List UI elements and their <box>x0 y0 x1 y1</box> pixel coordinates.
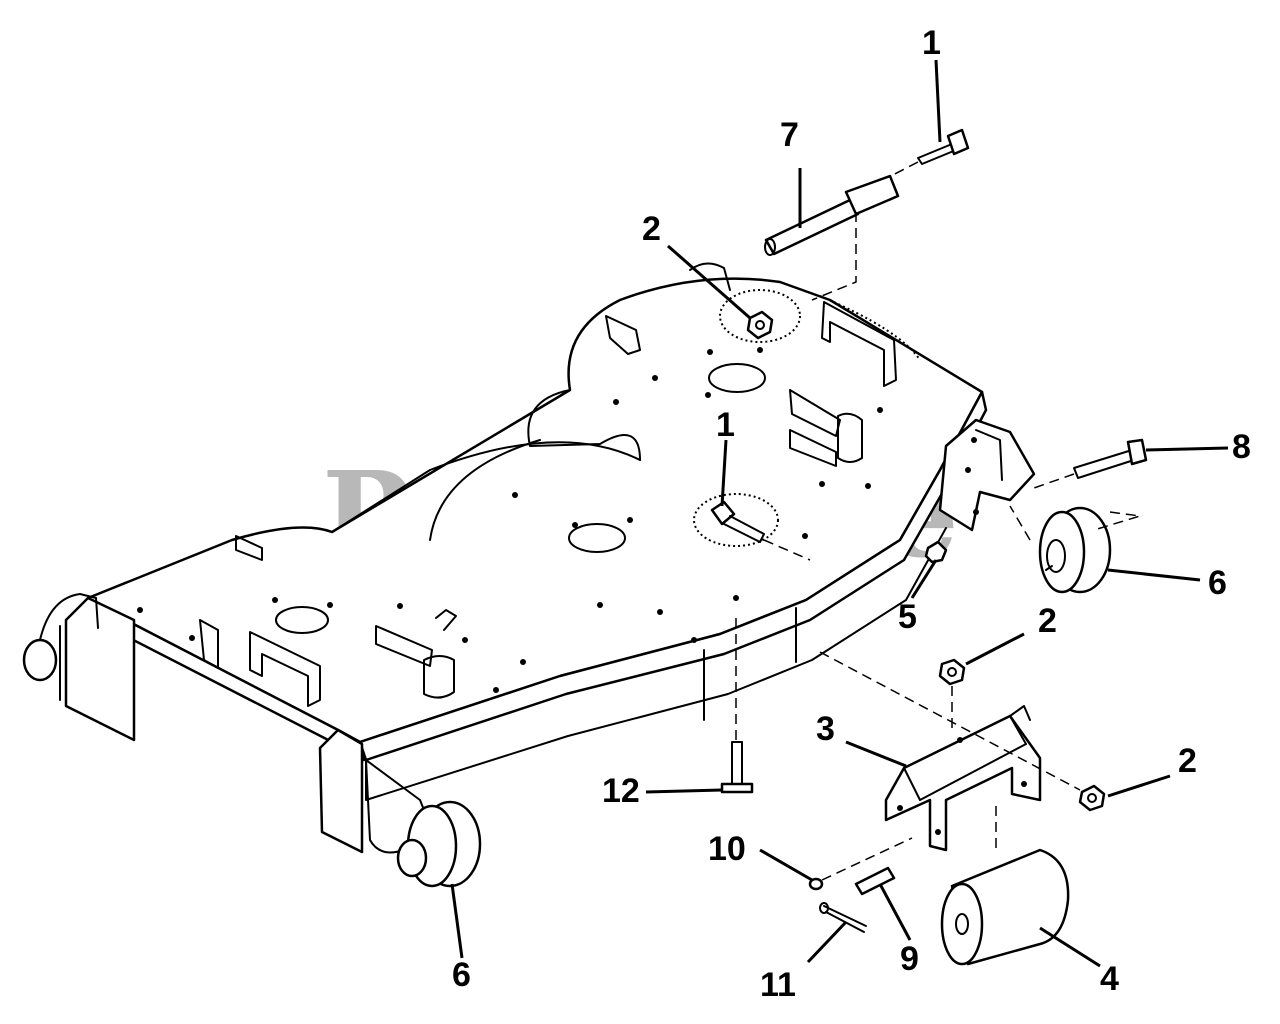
callout-2-right-upper: 2 <box>1038 602 1057 640</box>
wheel-part-6-right <box>1009 505 1141 594</box>
mower-deck <box>22 262 1036 854</box>
nut-part-5 <box>924 540 948 564</box>
callout-3: 3 <box>816 710 835 748</box>
callout-1-mid: 1 <box>716 406 735 444</box>
callout-7: 7 <box>780 116 799 154</box>
bolt-part-8 <box>1033 438 1148 489</box>
wheel-part-6-left <box>396 800 482 888</box>
callout-8: 8 <box>1232 428 1251 466</box>
roller-part-4 <box>940 848 1070 966</box>
pin-part-9 <box>854 866 896 896</box>
nut-part-2-top <box>746 310 774 340</box>
callout-5: 5 <box>898 598 917 636</box>
callout-6-left: 6 <box>452 956 471 994</box>
nut-part-2-right-lower <box>1078 784 1106 812</box>
bolt-part-1-mid <box>710 500 811 561</box>
bracket-part-3 <box>819 651 1081 852</box>
washer-part-10 <box>808 837 913 891</box>
callout-2-top: 2 <box>642 210 661 248</box>
callout-10: 10 <box>708 830 746 868</box>
cotter-part-11 <box>819 902 867 933</box>
callout-6-right: 6 <box>1208 564 1227 602</box>
nut-part-2-right-upper <box>938 658 966 730</box>
callout-1-top: 1 <box>922 24 941 62</box>
pin-part-7 <box>764 174 900 301</box>
bolt-part-12 <box>720 618 754 794</box>
callout-11: 11 <box>760 966 796 1004</box>
callout-4: 4 <box>1100 960 1119 998</box>
callout-2-right-lower: 2 <box>1178 742 1197 780</box>
callout-9: 9 <box>900 940 919 978</box>
callout-12: 12 <box>602 772 640 810</box>
leader-lines <box>450 59 1229 968</box>
